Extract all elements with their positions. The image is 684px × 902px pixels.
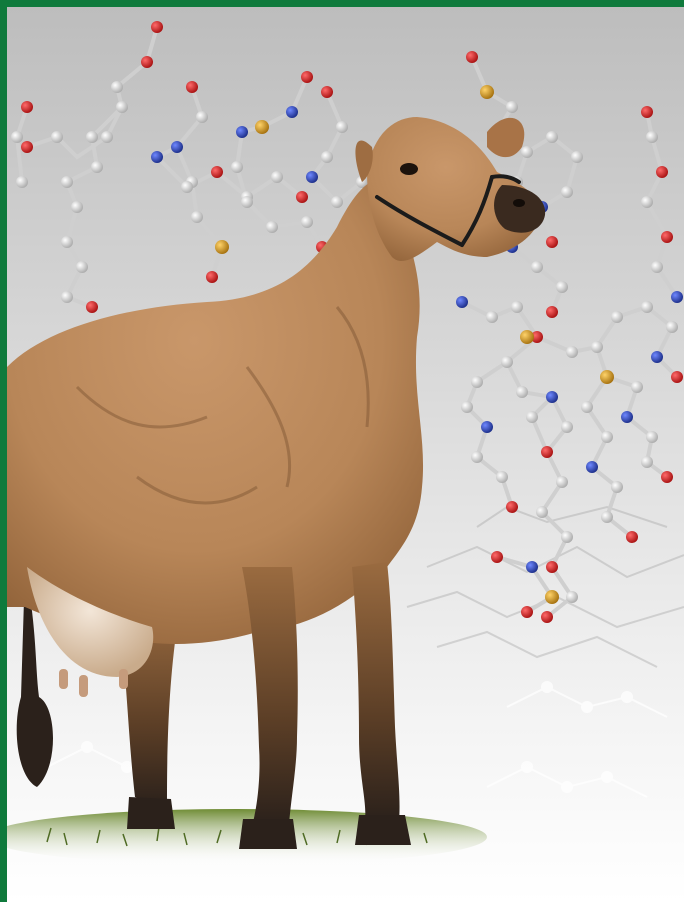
cow-hoof-right bbox=[355, 815, 411, 845]
cow-tail bbox=[16, 567, 53, 787]
cow-front-leg-right bbox=[352, 562, 400, 821]
cow-head bbox=[367, 117, 542, 262]
ghost-molecules bbox=[46, 681, 668, 798]
cow-body bbox=[7, 177, 424, 644]
cow-hoof-left bbox=[239, 819, 297, 849]
cow-front-leg-left bbox=[242, 567, 298, 825]
cow-ear-right bbox=[487, 117, 525, 158]
cow-hoof-hind bbox=[127, 797, 175, 829]
cow-eye bbox=[400, 163, 418, 175]
cow-muzzle bbox=[494, 185, 546, 233]
cow bbox=[7, 117, 546, 849]
cow-udder bbox=[27, 567, 154, 677]
cow-halter bbox=[375, 174, 521, 247]
cow-ear-left bbox=[355, 140, 373, 182]
cow-molecule-scene bbox=[7, 7, 684, 902]
